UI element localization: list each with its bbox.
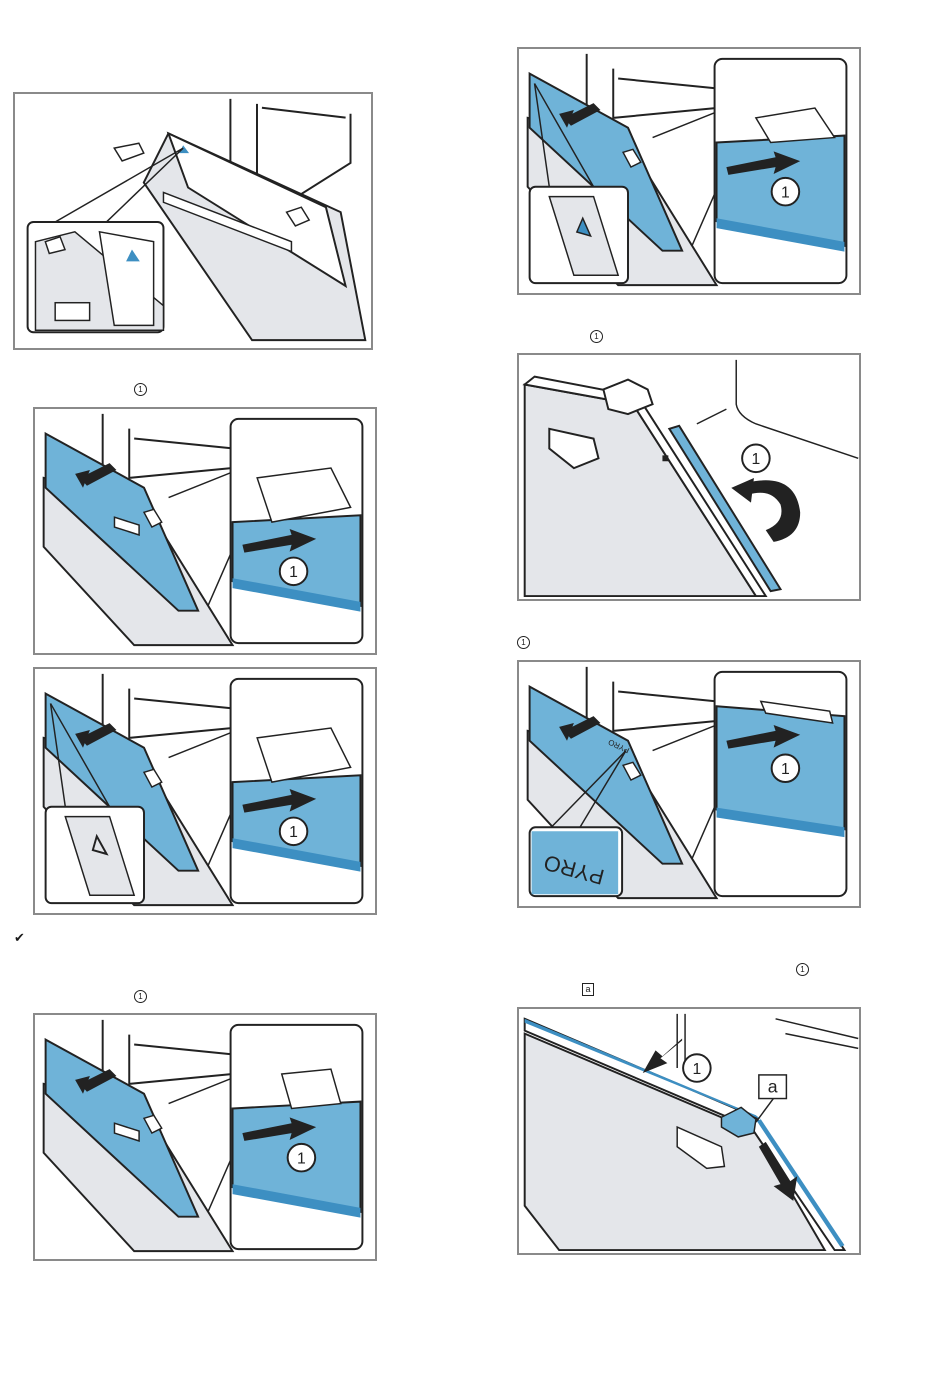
- callout-number-1: 1: [289, 564, 298, 581]
- illustration-door-opened: [15, 94, 371, 348]
- callout-letter-a: a: [768, 1077, 778, 1097]
- figure-insert-glass-1: 1: [517, 47, 861, 295]
- callout-number-1: 1: [752, 451, 761, 468]
- callout-number-1: 1: [781, 761, 790, 778]
- figure-pyro-marking: PYRO PYRO 1: [517, 660, 861, 908]
- figure-pull-glass-1: 1: [33, 407, 377, 655]
- figure-pull-glass-2: 1: [33, 667, 377, 915]
- illustration-rotate-strip: 1: [519, 355, 859, 599]
- ref-marker-1: 1: [590, 330, 603, 343]
- figure-pull-glass-3: 1: [33, 1013, 377, 1261]
- illustration-pull-glass-1: 1: [35, 409, 375, 653]
- ref-marker-1: 1: [796, 963, 809, 976]
- ref-marker-1: 1: [517, 636, 530, 649]
- ref-marker-a: a: [582, 983, 594, 996]
- figure-door-triangle-mark: [13, 92, 373, 350]
- ref-marker-1: 1: [134, 383, 147, 396]
- ref-marker-1: 1: [134, 990, 147, 1003]
- check-mark: ✔: [14, 930, 25, 946]
- illustration-pull-glass-2: 1: [35, 669, 375, 913]
- illustration-pyro-marking: PYRO PYRO 1: [519, 662, 859, 906]
- figure-slide-strip-clip: 1 a: [517, 1007, 861, 1255]
- figure-rotate-strip: 1: [517, 353, 861, 601]
- callout-number-1: 1: [297, 1151, 306, 1168]
- illustration-insert-glass-1: 1: [519, 49, 859, 293]
- illustration-slide-strip-clip: 1 a: [519, 1009, 859, 1253]
- callout-number-1: 1: [692, 1061, 701, 1078]
- callout-number-1: 1: [289, 824, 298, 841]
- callout-number-1: 1: [781, 185, 790, 202]
- illustration-pull-glass-3: 1: [35, 1015, 375, 1259]
